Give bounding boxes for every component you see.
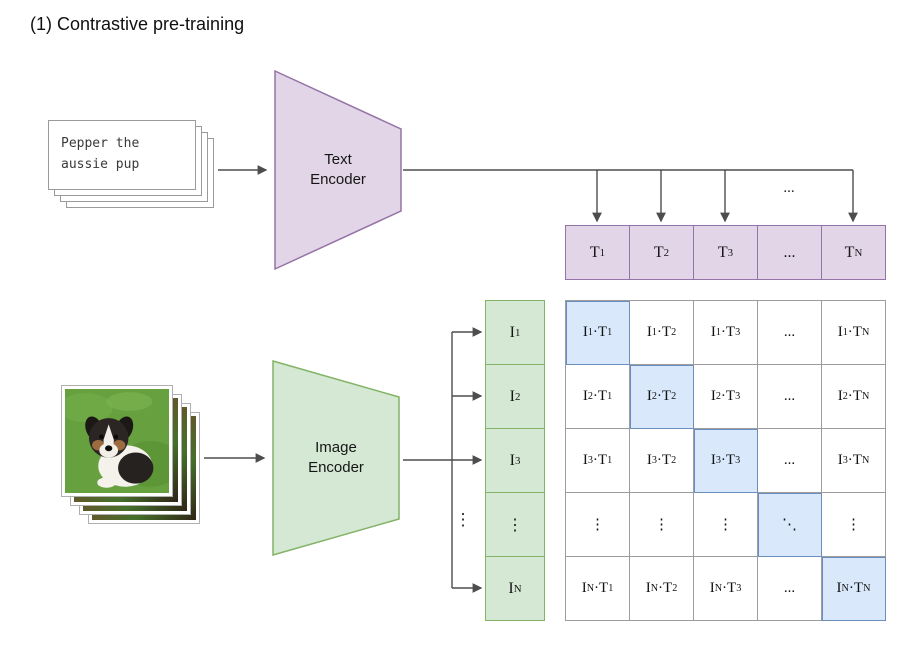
text-embedding-4: ...	[757, 225, 822, 280]
image-encoder: Image Encoder	[272, 360, 400, 556]
matrix-cell-r4c5: ⋮	[822, 493, 886, 557]
text-encoder-shape	[274, 69, 402, 271]
image-encoder-shape	[272, 360, 400, 556]
figure-title: (1) Contrastive pre-training	[30, 14, 245, 34]
ellipsis-horizontal: ...	[783, 180, 795, 196]
text-encoder-label: Text Encoder	[310, 150, 366, 188]
matrix-cell-r2c4: ...	[758, 365, 822, 429]
matrix-cell-r3c4: ...	[758, 429, 822, 493]
puppy-photo	[61, 385, 173, 497]
image-embedding-4: ⋮	[485, 492, 545, 557]
image-encoder-label: Image Encoder	[308, 438, 364, 476]
ellipsis-vertical: ⋮	[454, 510, 472, 529]
text-caption: Pepper the aussie pup	[61, 136, 140, 172]
matrix-cell-r4c4: ⋱	[758, 493, 822, 557]
matrix-cell-r4c1: ⋮	[566, 493, 630, 557]
puppy-illustration	[65, 389, 169, 493]
matrix-cell-r5c4: ...	[758, 557, 822, 621]
matrix-cell-r1c4: ...	[758, 301, 822, 365]
text-encoder: Text Encoder	[274, 69, 402, 271]
text-card-front: Pepper the aussie pup	[48, 120, 196, 190]
matrix-cell-r4c3: ⋮	[694, 493, 758, 557]
matrix-cell-r4c2: ⋮	[630, 493, 694, 557]
